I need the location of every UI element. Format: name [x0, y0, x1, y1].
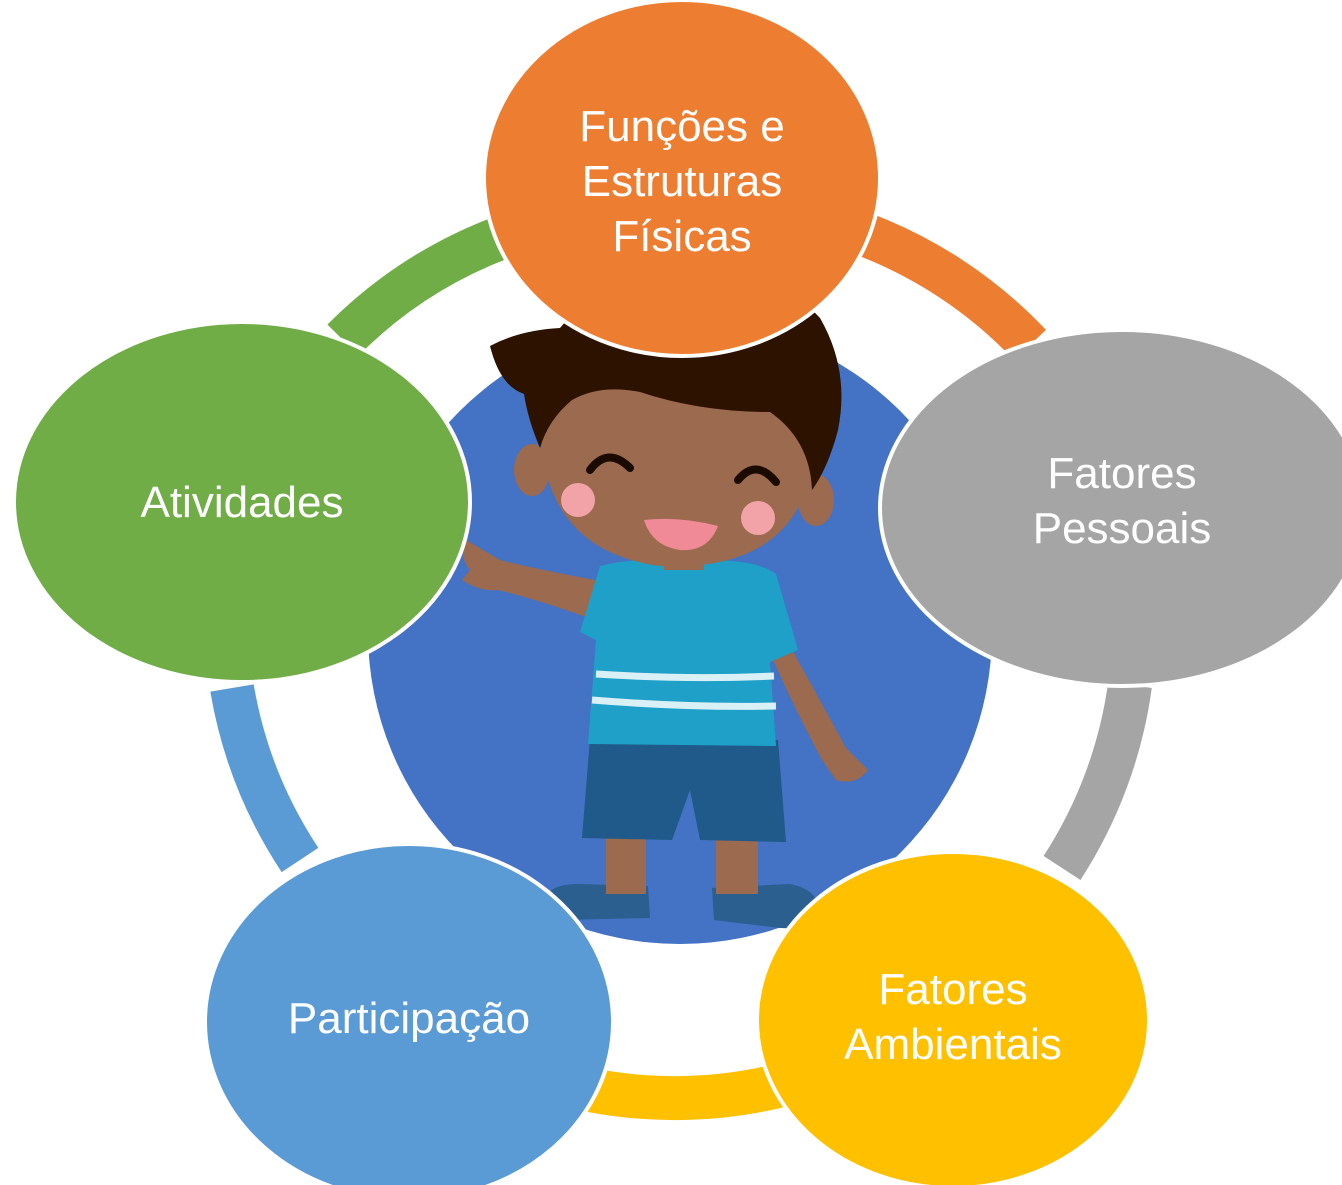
left-arm: [462, 540, 606, 622]
node-funcoes: Funções e Estruturas Físicas: [482, 0, 882, 358]
cycle-ring: [210, 211, 1152, 1121]
node-ambientais-label: Fatores: [878, 965, 1027, 1014]
node-ambientais: Fatores Ambientais: [755, 850, 1151, 1185]
shirt: [580, 559, 798, 746]
right-shoe: [712, 884, 819, 929]
ring-arc-atividades-to-funcoes: [327, 217, 509, 356]
node-participacao-shape: [203, 842, 615, 1185]
shirt-stripe-top: [595, 670, 775, 682]
left-cheek: [561, 483, 595, 517]
right-arm: [768, 632, 868, 782]
node-pessoais: Fatores Pessoais: [878, 328, 1342, 688]
right-cheek: [741, 501, 775, 535]
left-ear: [514, 444, 550, 496]
node-atividades-shape: [12, 320, 472, 684]
ring-arc-ambientais-to-participacao: [585, 1063, 788, 1121]
node-funcoes-shape: [482, 0, 882, 358]
ring-arc-participacao-to-atividades: [210, 684, 319, 873]
left-eye: [586, 453, 634, 474]
ring-arc-pessoais-to-ambientais: [1043, 681, 1152, 880]
shirt-stripe-bottom: [591, 696, 777, 710]
node-pessoais-label: Pessoais: [1033, 504, 1212, 553]
diagram-nodes: Funções e Estruturas Físicas Fatores Pes…: [12, 0, 1342, 1185]
node-atividades: Atividades: [12, 320, 472, 684]
node-funcoes-label: Estruturas: [582, 157, 783, 206]
mouth: [644, 518, 718, 551]
node-atividades-label: Atividades: [140, 478, 343, 527]
node-pessoais-label: Fatores: [1047, 449, 1196, 498]
shorts: [582, 738, 786, 842]
node-funcoes-label: Físicas: [612, 212, 751, 261]
node-funcoes-label: Funções e: [579, 102, 784, 151]
node-pessoais-shape: [878, 328, 1342, 688]
ring-arc-funcoes-to-pessoais: [850, 211, 1046, 361]
node-participacao-label: Participação: [288, 994, 530, 1043]
right-eye: [734, 465, 780, 486]
node-ambientais-label: Ambientais: [844, 1020, 1062, 1069]
node-ambientais-shape: [755, 850, 1151, 1185]
node-participacao: Participação: [203, 842, 615, 1185]
